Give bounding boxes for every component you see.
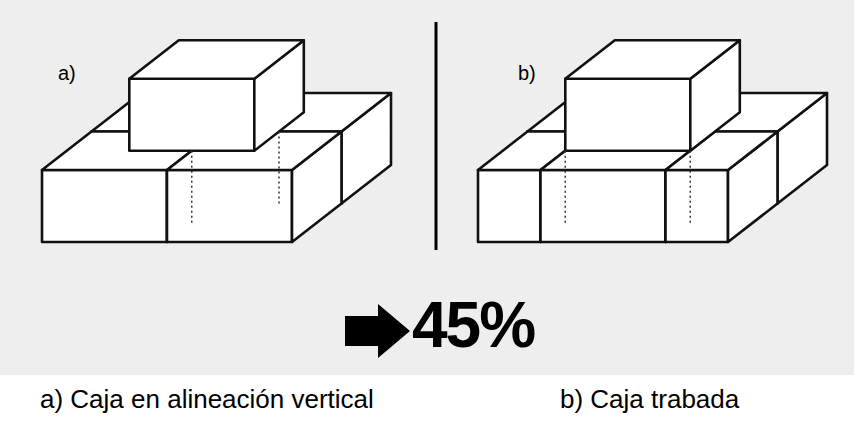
box-front-face	[666, 170, 729, 242]
percentage-value: 45%	[412, 288, 534, 362]
hidden-edge	[690, 151, 692, 223]
box-front-face	[167, 170, 292, 242]
block-arrow	[345, 304, 410, 358]
figure-letter: a)	[58, 62, 76, 85]
box-front-face	[129, 79, 254, 151]
figure-caption: b) Caja trabada	[560, 384, 739, 415]
interlocked-stack-figure	[478, 40, 827, 242]
box-front-face	[478, 170, 541, 242]
figure-caption: a) Caja en alineación vertical	[40, 384, 374, 415]
box-front-face	[42, 170, 167, 242]
hidden-edge	[278, 132, 280, 204]
box-front-face	[541, 170, 666, 242]
divider-line	[435, 22, 438, 250]
box-front-face	[565, 79, 690, 151]
box-top-face	[129, 40, 303, 79]
vertical-stack-figure	[42, 40, 391, 242]
hidden-edge	[565, 151, 567, 223]
hidden-edge	[191, 151, 193, 223]
figure-letter: b)	[518, 62, 536, 85]
box-top-face	[565, 40, 740, 79]
